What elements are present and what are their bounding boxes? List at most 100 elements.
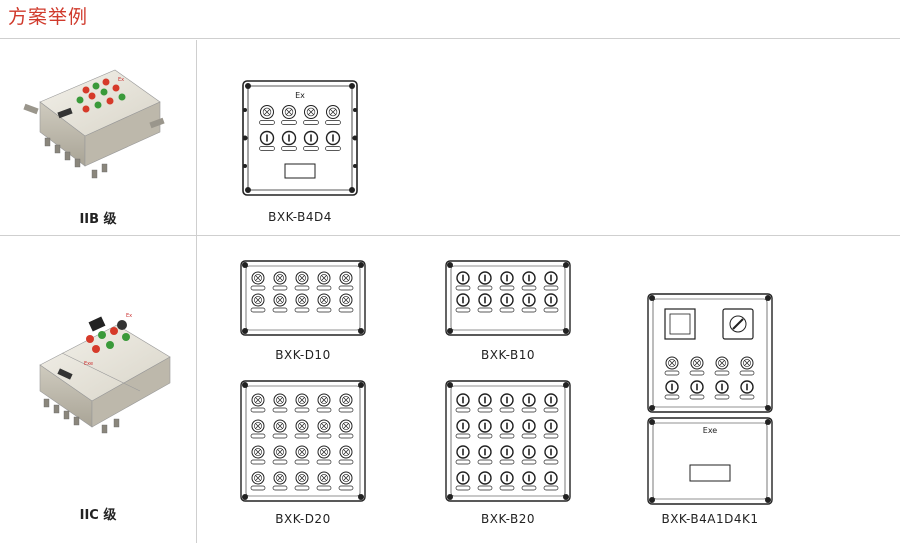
indicator-lamp-icon [294,393,310,413]
indicator-lamp-icon [316,271,332,291]
push-button-icon [664,380,680,400]
push-button-icon [521,271,537,291]
push-button-icon [714,380,730,400]
push-button-icon [543,271,559,291]
model-caption: BXK-B20 [481,512,535,526]
indicator-lamp-icon [250,271,266,291]
indicator-lamp-icon [316,419,332,439]
indicator-lamp-icon [250,293,266,313]
diagram-bxk-b20 [445,380,571,502]
diagram-exe-mark: Exe [703,426,718,435]
push-button-icon [499,393,515,413]
push-button-icon [521,293,537,313]
diagram-bxk-b10 [445,260,571,336]
indicator-lamp-icon [338,271,354,291]
indicator-lamp-icon [272,293,288,313]
indicator-lamp-icon [338,393,354,413]
indicator-lamp-icon [739,356,755,376]
push-button-icon [543,393,559,413]
push-button-icon [455,445,471,465]
indicator-lamp-icon [316,471,332,491]
diagram-bxk-d20 [240,380,366,502]
indicator-lamp-icon [272,445,288,465]
model-caption: BXK-D20 [275,512,331,526]
indicator-lamp-icon [664,356,680,376]
indicator-lamp-icon [250,393,266,413]
indicator-lamp-icon [338,293,354,313]
indicator-lamp-icon [338,445,354,465]
push-button-icon [455,293,471,313]
diagram-bxk-b4a1d4k1: Exe [647,293,773,505]
diagram-ex-mark: Ex [295,91,305,100]
indicator-lamp-icon [250,471,266,491]
indicator-lamp-icon [689,356,705,376]
header-divider [0,38,900,39]
indicator-lamp-icon [250,445,266,465]
push-button-icon [521,471,537,491]
push-button-icon [325,130,341,151]
push-button-icon [477,445,493,465]
column-divider [196,40,197,543]
push-button-icon [477,293,493,313]
push-button-icon [455,419,471,439]
indicator-lamp-icon [259,105,275,125]
iic-product-photo: Ex Exe [39,313,171,434]
push-button-icon [477,271,493,291]
push-button-icon [259,130,275,151]
model-caption: BXK-D10 [275,348,331,362]
push-button-icon [689,380,705,400]
push-button-icon [739,380,755,400]
diagram-bxk-b4d4: Ex [242,80,358,196]
model-caption: BXK-B10 [481,348,535,362]
indicator-lamp-icon [294,271,310,291]
push-button-icon [499,471,515,491]
push-button-icon [499,445,515,465]
push-button-icon [521,445,537,465]
push-button-icon [543,293,559,313]
push-button-icon [521,393,537,413]
page-title: 方案举例 [8,6,89,28]
indicator-lamp-icon [316,393,332,413]
push-button-icon [543,471,559,491]
indicator-lamp-icon [338,419,354,439]
model-caption: BXK-B4D4 [268,210,332,224]
push-button-icon [499,293,515,313]
indicator-lamp-icon [325,105,341,125]
diagram-bxk-d10 [240,260,366,336]
iib-product-photo: Ex [23,69,165,179]
push-button-icon [477,419,493,439]
push-button-icon [477,393,493,413]
indicator-lamp-icon [281,105,297,125]
indicator-lamp-icon [316,293,332,313]
push-button-icon [455,271,471,291]
row-divider [0,235,900,236]
indicator-lamp-icon [294,471,310,491]
push-button-icon [543,445,559,465]
indicator-lamp-icon [272,271,288,291]
indicator-lamp-icon [272,419,288,439]
indicator-lamp-icon [338,471,354,491]
push-button-icon [281,130,297,151]
push-button-icon [543,419,559,439]
indicator-lamp-icon [714,356,730,376]
indicator-lamp-icon [294,419,310,439]
indicator-lamp-icon [272,393,288,413]
push-button-icon [477,471,493,491]
indicator-lamp-icon [294,445,310,465]
indicator-lamp-icon [303,105,319,125]
push-button-icon [521,419,537,439]
indicator-lamp-icon [294,293,310,313]
photo-ex-mark: Ex [118,77,124,83]
model-caption: BXK-B4A1D4K1 [661,512,759,526]
photo-ex-mark: Ex [126,313,132,319]
push-button-icon [499,419,515,439]
push-button-icon [499,271,515,291]
push-button-icon [303,130,319,151]
push-button-icon [455,471,471,491]
indicator-lamp-icon [250,419,266,439]
grade-label-iic: IIC 级 [79,508,117,523]
grade-label-iib: IIB 级 [79,212,117,227]
push-button-icon [455,393,471,413]
indicator-lamp-icon [272,471,288,491]
photo-exe-mark: Exe [84,361,93,367]
